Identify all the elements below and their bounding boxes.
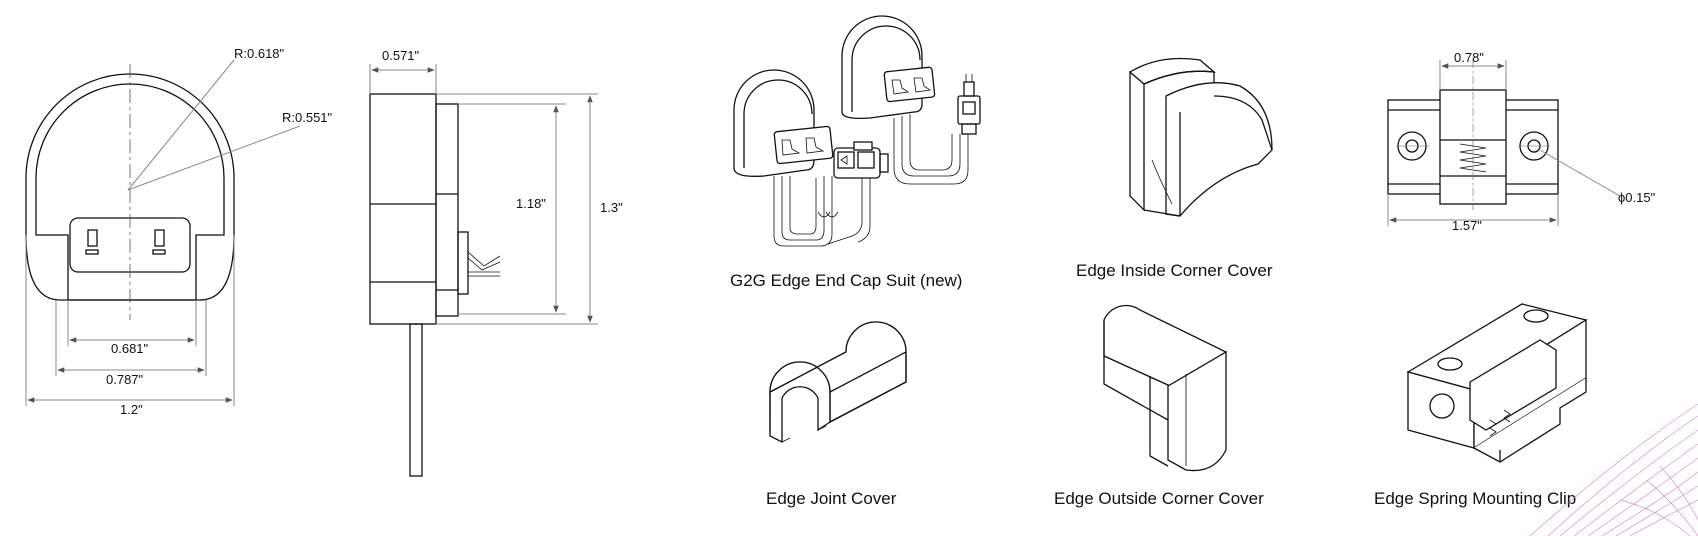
inside-corner-left-wall bbox=[1129, 70, 1145, 212]
front-outer-outline bbox=[25, 73, 235, 301]
dim-label-118: 1.18" bbox=[516, 196, 546, 211]
radius-outer-leader bbox=[127, 59, 235, 191]
clip-3d-hole bbox=[1429, 393, 1455, 419]
dim-label-078: 0.78" bbox=[1454, 50, 1484, 65]
dim-label-157: 1.57" bbox=[1452, 218, 1482, 233]
front-view-drawing: R:0.618" R:0.551" 0.681" 0.787" 1.2" bbox=[25, 46, 333, 417]
side-connector bbox=[457, 231, 469, 295]
outside-corner-cover-illustration: Edge Outside Corner Cover bbox=[1054, 304, 1264, 508]
hole-diameter-leader bbox=[1539, 149, 1621, 197]
caption-spring-mounting-clip: Edge Spring Mounting Clip bbox=[1374, 489, 1576, 508]
caption-joint-cover: Edge Joint Cover bbox=[766, 489, 897, 508]
spring-mounting-clip-illustration: Edge Spring Mounting Clip bbox=[1374, 303, 1588, 508]
dim-label-0571: 0.571" bbox=[382, 48, 420, 63]
pin-slot-right bbox=[154, 229, 165, 247]
side-body bbox=[369, 93, 437, 325]
pin-tab-left bbox=[85, 249, 99, 255]
outside-corner-leg bbox=[1167, 350, 1227, 472]
caption-inside-corner-cover: Edge Inside Corner Cover bbox=[1076, 261, 1273, 280]
caption-outside-corner-cover: Edge Outside Corner Cover bbox=[1054, 489, 1264, 508]
dim-label-13: 1.3" bbox=[600, 200, 623, 215]
caption-end-cap-suit: G2G Edge End Cap Suit (new) bbox=[730, 271, 962, 290]
side-flange bbox=[435, 103, 459, 317]
end-cap-rear-socket bbox=[883, 66, 936, 103]
radius-inner-leader bbox=[127, 125, 301, 191]
joint-cover-illustration: Edge Joint Cover bbox=[766, 321, 907, 508]
side-tail-cable bbox=[409, 323, 423, 477]
dim-label-0681: 0.681" bbox=[111, 341, 149, 356]
side-view-drawing: 0.571" 1.18" 1.3" bbox=[369, 48, 623, 477]
inside-corner-right-piece bbox=[1165, 82, 1273, 217]
spring-clip-top-view: 0.78" 1.57" ϕ0.15" bbox=[1387, 50, 1656, 233]
inside-corner-cover-illustration: Edge Inside Corner Cover bbox=[1076, 57, 1273, 280]
front-inner-outline bbox=[35, 83, 225, 301]
dim-label-0787: 0.787" bbox=[106, 372, 144, 387]
radius-outer-label: R:0.618" bbox=[234, 46, 285, 61]
radius-inner-label: R:0.551" bbox=[282, 110, 333, 125]
pin-tab-right bbox=[152, 249, 166, 255]
decorative-swirl bbox=[1529, 403, 1698, 536]
clip-3d-slider bbox=[1469, 339, 1557, 431]
dim-label-12: 1.2" bbox=[120, 402, 143, 417]
end-cap-front-socket bbox=[773, 125, 834, 165]
right-plug bbox=[957, 95, 981, 125]
dim-label-hole-diameter: ϕ0.15" bbox=[1618, 190, 1656, 205]
end-cap-suit-illustration: G2G Edge End Cap Suit (new) bbox=[730, 15, 981, 290]
end-cap-rear bbox=[841, 15, 923, 120]
pin-slot-left bbox=[87, 229, 98, 247]
side-lead-1 bbox=[467, 251, 501, 267]
